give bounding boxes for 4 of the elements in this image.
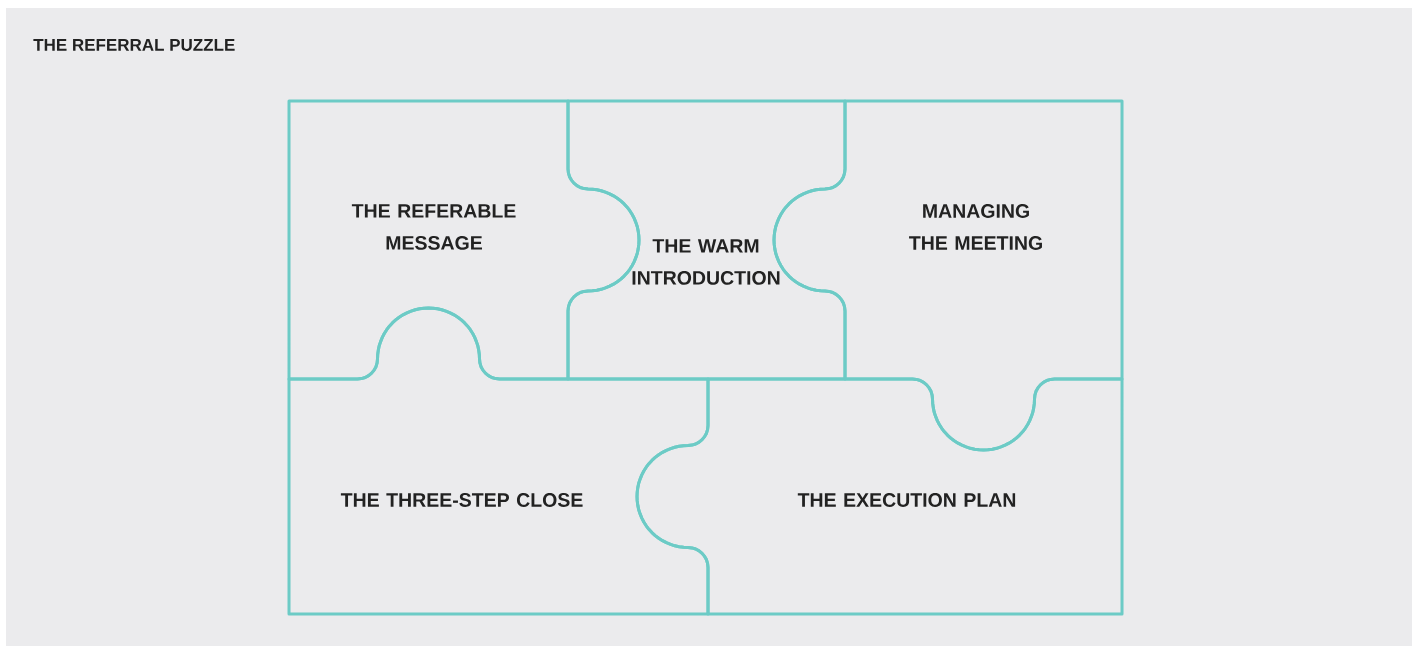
puzzle-piece: THE WARM INTRODUCTION bbox=[566, 99, 847, 381]
puzzle-piece: THE EXECUTION PLAN bbox=[635, 377, 1124, 616]
puzzle-piece: THE THREE-STEP CLOSE bbox=[287, 306, 710, 616]
title: THE REFERRAL PUZZLE bbox=[33, 39, 235, 51]
